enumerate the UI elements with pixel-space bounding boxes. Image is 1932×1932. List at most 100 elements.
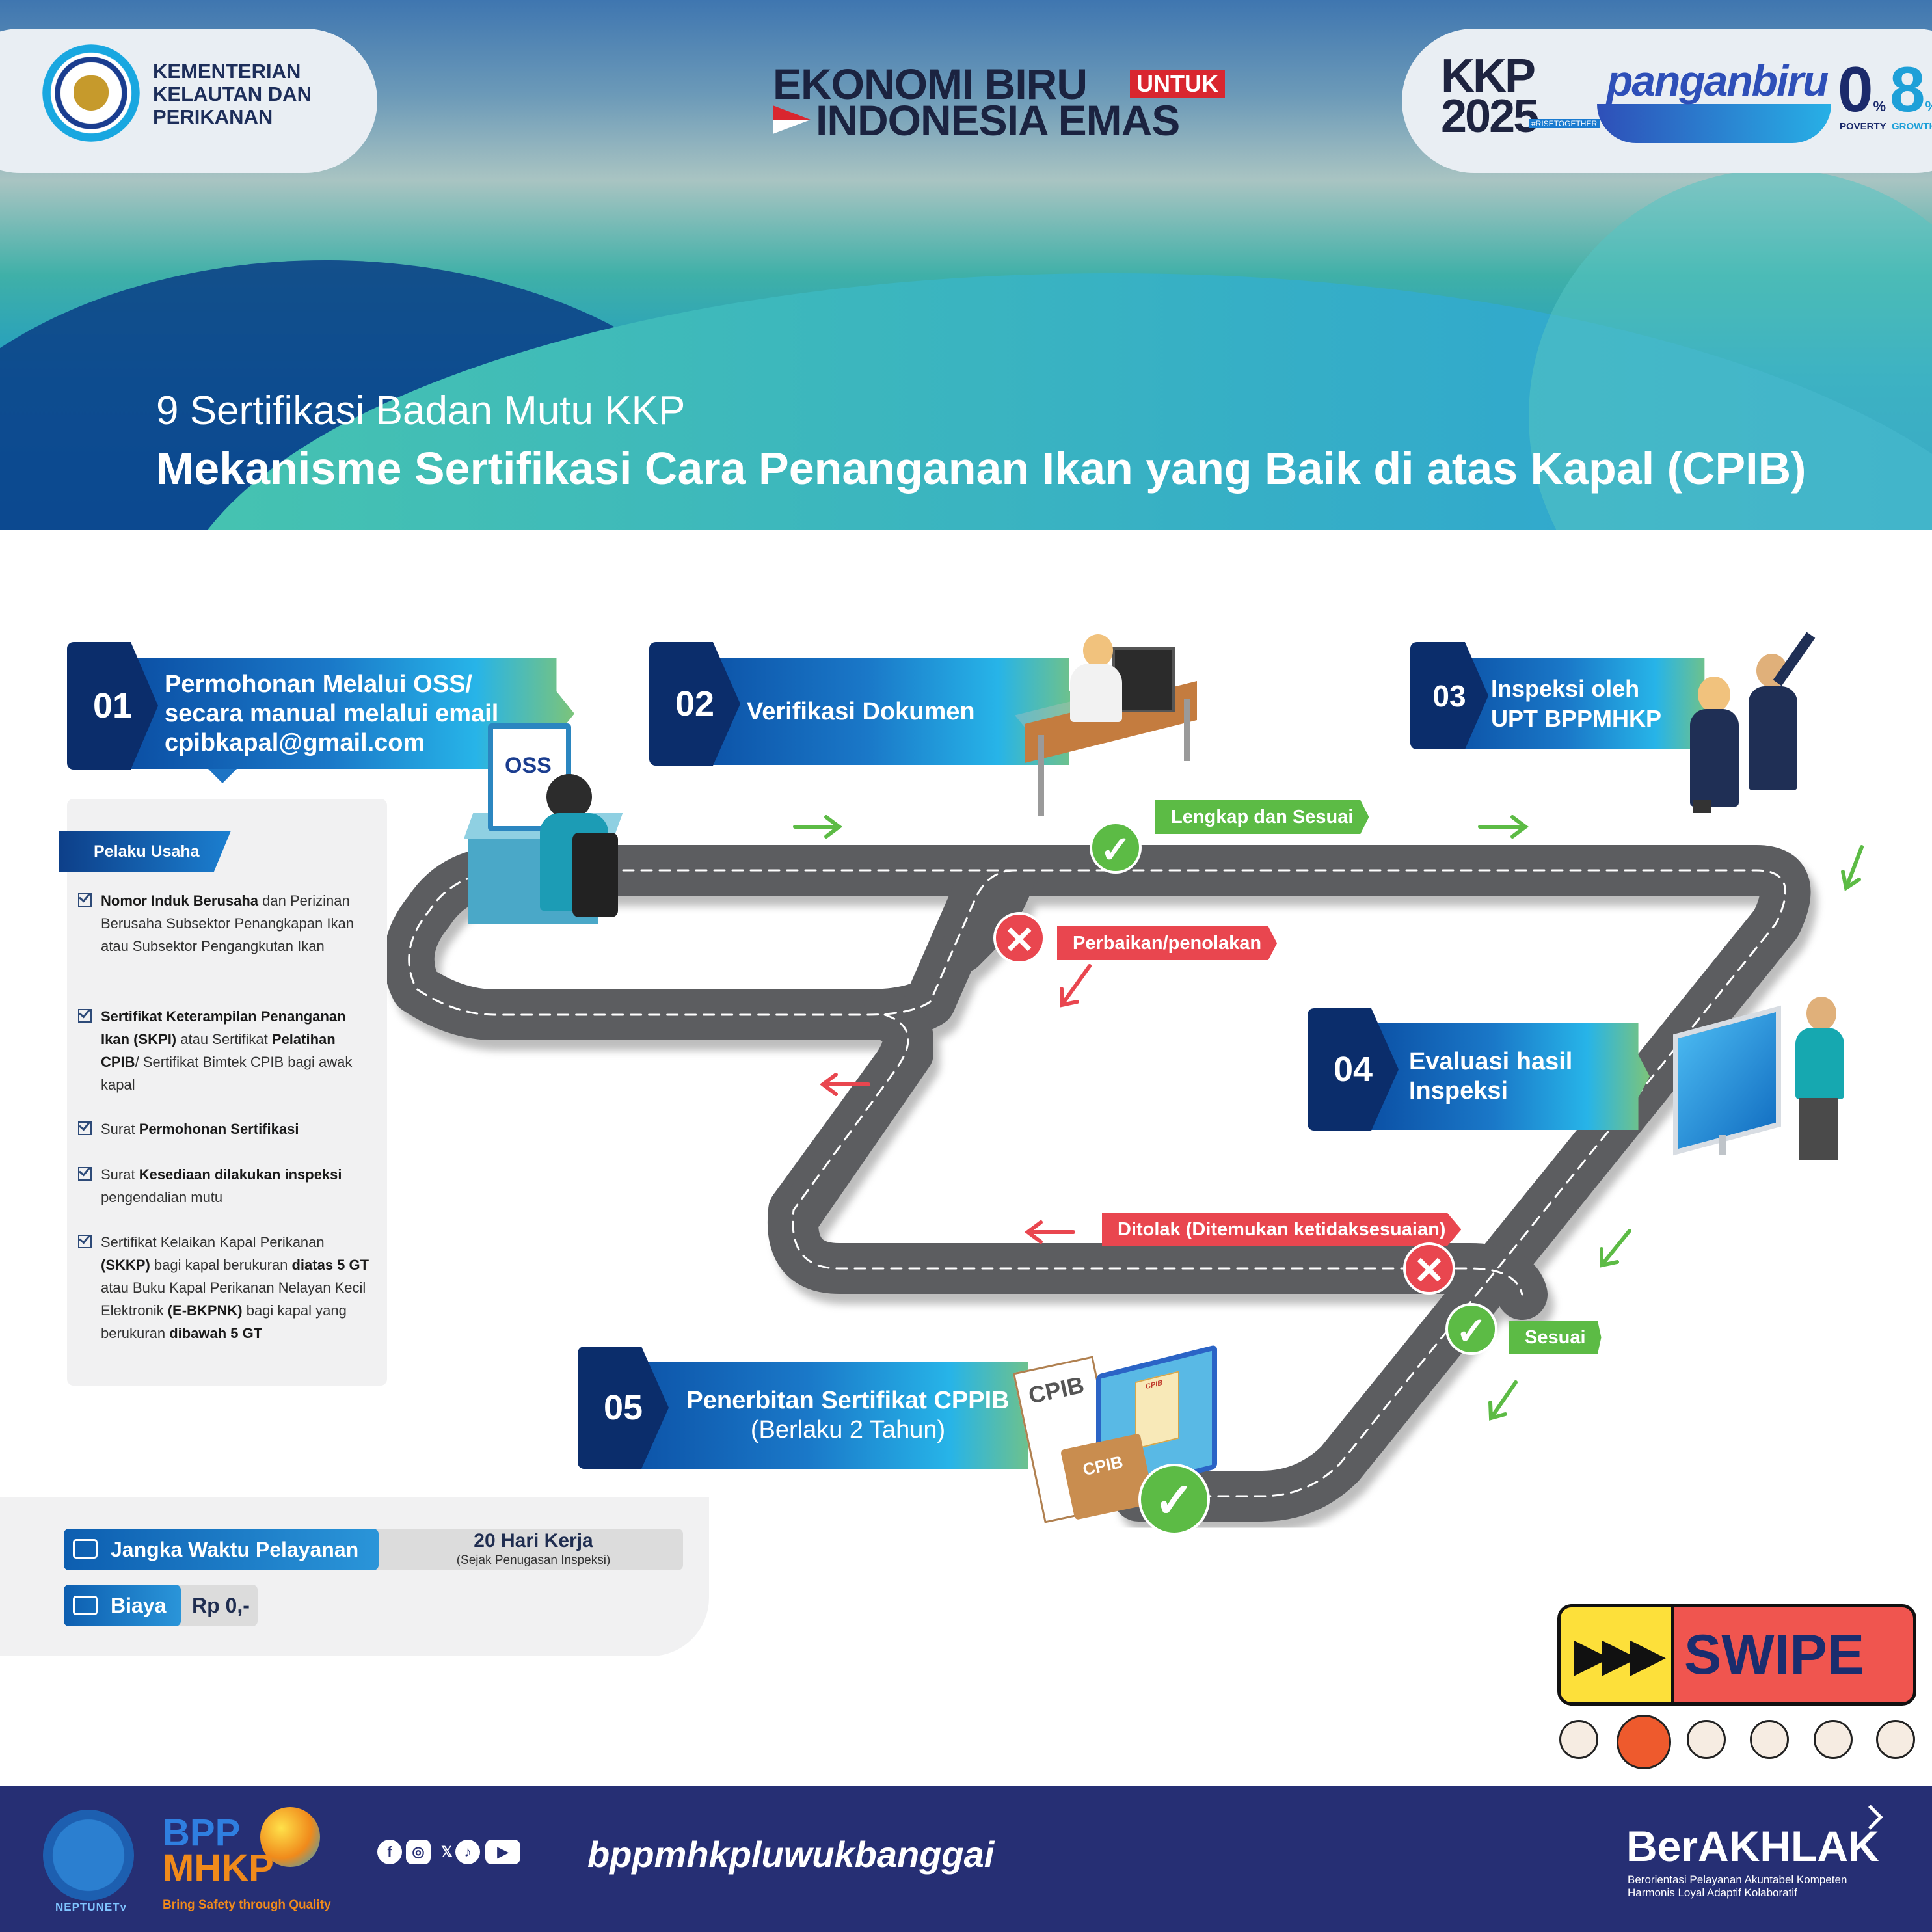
ministry-name: KEMENTERIAN KELAUTAN DAN PERIKANAN bbox=[153, 60, 361, 128]
step-01-line: Permohonan Melalui OSS/ bbox=[165, 670, 472, 698]
badge-perbaikan: Perbaikan/penolakan bbox=[1057, 926, 1278, 960]
page-dot[interactable] bbox=[1559, 1720, 1598, 1759]
arrow-left-icon bbox=[820, 1073, 870, 1096]
requirement-text: Surat Permohonan Sertifikasi bbox=[101, 1121, 299, 1137]
checkbox-icon bbox=[78, 1167, 92, 1181]
step-01-line: secara manual melalui email bbox=[165, 699, 499, 727]
cross-icon: ✕ bbox=[993, 912, 1045, 964]
desk-leg bbox=[1038, 735, 1044, 816]
poverty-target: 0% bbox=[1838, 57, 1886, 139]
partner-logos-pill bbox=[1402, 29, 1932, 173]
ministry-line: KELAUTAN DAN bbox=[153, 83, 312, 105]
requirement-text: Surat Kesediaan dilakukan inspeksi penge… bbox=[101, 1166, 342, 1205]
kkp-logo-year: 2025 bbox=[1441, 90, 1539, 142]
ministry-line: PERIKANAN bbox=[153, 105, 273, 128]
checkbox-icon bbox=[78, 1235, 92, 1248]
page-dot[interactable] bbox=[1687, 1720, 1726, 1759]
process-road bbox=[383, 815, 1864, 1522]
requirement-item: Sertifikat Kelaikan Kapal Perikanan (SKK… bbox=[78, 1231, 381, 1345]
requirement-text: Sertifikat Kelaikan Kapal Perikanan (SKK… bbox=[101, 1234, 369, 1341]
step-banner-04: Evaluasi hasil Inspeksi bbox=[1366, 1023, 1650, 1130]
service-info-panel bbox=[0, 1497, 709, 1656]
facebook-icon[interactable]: f bbox=[377, 1840, 402, 1864]
page-dot[interactable] bbox=[1617, 1715, 1671, 1769]
poverty-unit: % bbox=[1873, 98, 1886, 114]
oss-logo-text: OSS bbox=[505, 753, 552, 778]
step-04-line: Inspeksi bbox=[1409, 1077, 1509, 1105]
step-03-line: Inspeksi oleh bbox=[1491, 675, 1640, 702]
step-05-line: Penerbitan Sertifikat CPPIB bbox=[686, 1386, 1010, 1414]
kkp-hashtag: #RISETOGETHER bbox=[1529, 119, 1600, 128]
presenter-head-icon bbox=[1806, 997, 1836, 1030]
arrow-down-icon bbox=[1060, 964, 1092, 1008]
desk-leg bbox=[1184, 699, 1190, 761]
money-icon bbox=[73, 1596, 98, 1615]
tiktok-icon[interactable]: ♪ bbox=[455, 1840, 480, 1864]
step-04-text: Evaluasi hasil Inspeksi bbox=[1409, 1047, 1572, 1106]
swipe-label: SWIPE bbox=[1684, 1624, 1865, 1686]
growth-unit: % bbox=[1925, 98, 1932, 114]
step-01-text: Permohonan Melalui OSS/ secara manual me… bbox=[165, 670, 498, 758]
certificate-label: CPIB bbox=[1026, 1371, 1087, 1409]
requirement-item: Sertifikat Keterampilan Penanganan Ikan … bbox=[78, 1005, 381, 1096]
slogan-line1: EKONOMI BIRU bbox=[773, 60, 1088, 108]
step-05-line: (Berlaku 2 Tahun) bbox=[750, 1415, 946, 1443]
mhkp-logo-text: MHKP bbox=[163, 1847, 274, 1889]
step-03-line: UPT BPPMHKP bbox=[1491, 705, 1662, 732]
neptune-label: NEPTUNETv bbox=[55, 1901, 127, 1913]
check-icon: ✓ bbox=[1445, 1303, 1497, 1355]
service-cost-label: Biaya bbox=[64, 1585, 181, 1626]
page-subtitle: 9 Sertifikasi Badan Mutu KKP bbox=[156, 388, 686, 433]
slogan-line2: INDONESIA EMAS bbox=[816, 96, 1180, 144]
checkbox-icon bbox=[78, 893, 92, 907]
screen-stand bbox=[1719, 1135, 1726, 1155]
office-chair-icon bbox=[572, 833, 618, 917]
poverty-number: 0 bbox=[1838, 53, 1873, 125]
kkp-logo-text: KKP bbox=[1441, 50, 1536, 102]
arrow-down-icon bbox=[1488, 1380, 1518, 1421]
requirements-tag: Pelaku Usaha bbox=[59, 831, 231, 872]
youtube-icon[interactable]: ▶ bbox=[485, 1840, 520, 1864]
page-dot[interactable] bbox=[1814, 1720, 1853, 1759]
step-banner-02: Verifikasi Dokumen bbox=[690, 658, 1085, 765]
slogan-untuk: UNTUK bbox=[1130, 70, 1225, 98]
service-time-label: Jangka Waktu Pelayanan bbox=[64, 1529, 379, 1570]
presenter-legs bbox=[1799, 1098, 1838, 1160]
growth-label: GROWTH bbox=[1892, 121, 1932, 132]
step-03-text: Inspeksi oleh UPT BPPMHKP bbox=[1491, 674, 1661, 734]
step-banner-05: Penerbitan Sertifikat CPPIB (Berlaku 2 T… bbox=[611, 1362, 1045, 1469]
requirement-text: Sertifikat Keterampilan Penanganan Ikan … bbox=[101, 1008, 353, 1093]
calendar-icon bbox=[73, 1539, 98, 1559]
check-icon: ✓ bbox=[1090, 822, 1142, 874]
step-number-01: 01 bbox=[67, 642, 158, 770]
step-02-text: Verifikasi Dokumen bbox=[747, 697, 975, 725]
berakhlak-sub-line: Berorientasi Pelayanan Akuntabel Kompete… bbox=[1628, 1873, 1847, 1886]
inspector-shoe bbox=[1693, 800, 1711, 813]
growth-target: 8% bbox=[1890, 57, 1932, 139]
bpp-logo-text: BPP bbox=[163, 1812, 241, 1854]
bppmhkp-swoosh-icon bbox=[260, 1807, 320, 1867]
panganbiru-wave-icon bbox=[1597, 104, 1831, 143]
page-title: Mekanisme Sertifikasi Cara Penanganan Ik… bbox=[156, 443, 1806, 494]
ministry-line: KEMENTERIAN bbox=[153, 60, 301, 83]
requirement-item: Surat Permohonan Sertifikasi bbox=[78, 1118, 381, 1140]
social-handle[interactable]: bppmhkpluwukbanggai bbox=[587, 1834, 995, 1875]
service-time-note: (Sejak Penugasan Inspeksi) bbox=[456, 1553, 611, 1567]
swipe-button[interactable]: ▶▶▶ SWIPE bbox=[1557, 1604, 1916, 1706]
page-dot[interactable] bbox=[1750, 1720, 1789, 1759]
arrow-right-icon bbox=[793, 815, 842, 839]
inspector-body-icon bbox=[1690, 709, 1739, 807]
badge-ditolak: Ditolak (Ditemukan ketidaksesuaian) bbox=[1102, 1213, 1462, 1246]
person-head-icon bbox=[1083, 634, 1113, 667]
inspector-body-icon bbox=[1749, 686, 1797, 790]
cross-icon: ✕ bbox=[1403, 1242, 1455, 1295]
check-icon: ✓ bbox=[1138, 1464, 1210, 1535]
x-icon[interactable]: 𝕏 bbox=[441, 1844, 453, 1860]
arrow-left-icon bbox=[1025, 1220, 1075, 1244]
instagram-icon[interactable]: ◎ bbox=[406, 1840, 431, 1864]
footer-bar bbox=[0, 1786, 1932, 1932]
digital-certificate: CPIB bbox=[1135, 1371, 1179, 1450]
page-dot[interactable] bbox=[1876, 1720, 1915, 1759]
requirements-panel bbox=[67, 799, 387, 1386]
step-banner-03: Inspeksi oleh UPT BPPMHKP bbox=[1444, 658, 1715, 749]
